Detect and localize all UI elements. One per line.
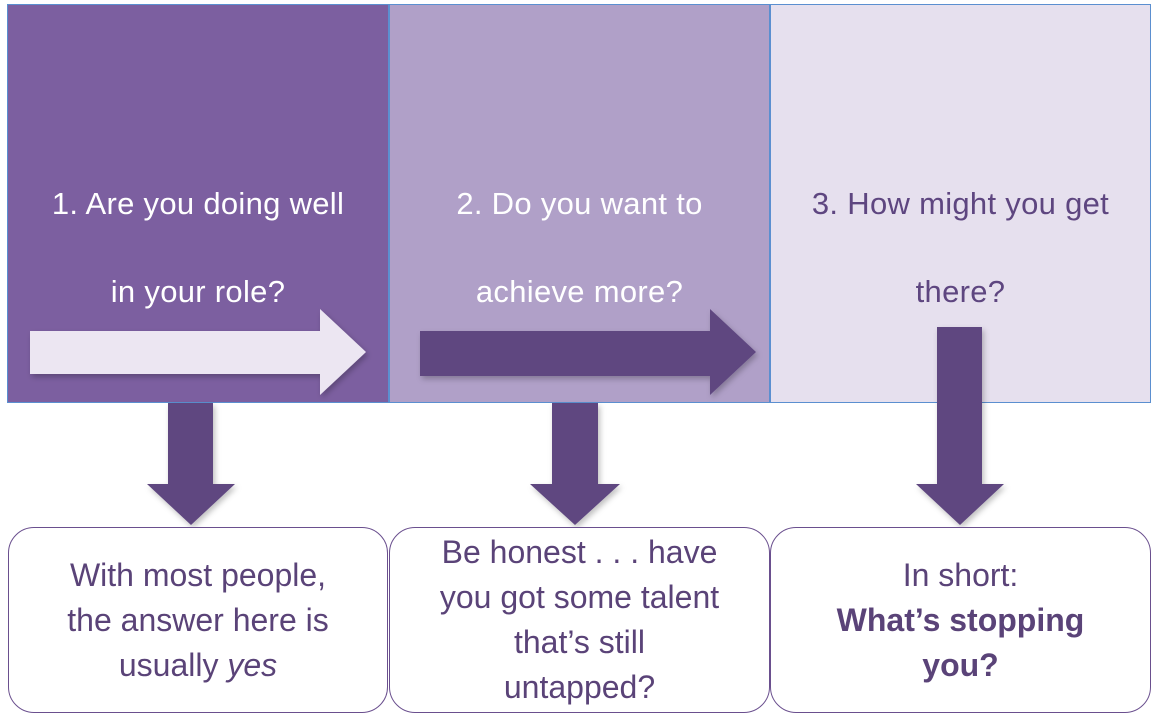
step-2-answer-line-3: that’s still <box>513 624 645 660</box>
step-3-answer-line-1: In short: <box>902 556 1019 593</box>
step-1-answer-line-3-plain: usually <box>118 646 228 683</box>
step-1-panel: 1. Are you doing well in your role? <box>7 4 389 403</box>
step-2-panel: 2. Do you want to achieve more? <box>389 4 770 403</box>
down-arrow-icon <box>530 403 620 525</box>
step-1-question-line-1: 1. Are you doing well <box>51 186 345 221</box>
step-3-answer-box: In short: What’s stopping you? <box>770 527 1151 713</box>
step-3-panel: 3. How might you get there? <box>770 4 1151 403</box>
step-1-answer-line-2: the answer here is <box>67 601 329 638</box>
step-3-answer-bold-line-2: you? <box>922 646 999 683</box>
step-1-answer-line-1: With most people, <box>69 556 327 593</box>
step-3-answer-bold-line-1: What’s stopping <box>836 601 1085 638</box>
step-1-answer-line-3: usually yes <box>119 643 277 688</box>
step-1-answer-box: With most people, the answer here is usu… <box>8 527 388 713</box>
step-3-question: 3. How might you get there? <box>771 160 1150 336</box>
step-1-question: 1. Are you doing well in your role? <box>8 160 388 336</box>
down-arrow-icon <box>147 403 235 525</box>
step-2-question-line-1: 2. Do you want to <box>456 186 703 221</box>
step-2-answer-line-4: untapped? <box>503 669 656 705</box>
step-3-question-line-2: there? <box>915 274 1006 309</box>
step-2-answer-box: Be honest . . . have you got some talent… <box>389 527 770 713</box>
step-1-question-line-2: in your role? <box>110 274 286 309</box>
step-3-question-line-1: 3. How might you get <box>811 186 1110 221</box>
step-2-question-line-2: achieve more? <box>475 274 684 309</box>
step-1-answer-emphasis: yes <box>227 646 278 683</box>
step-2-question: 2. Do you want to achieve more? <box>390 160 769 336</box>
step-2-answer-line-1: Be honest . . . have <box>441 534 718 570</box>
step-2-answer-line-2: you got some talent <box>439 579 720 615</box>
